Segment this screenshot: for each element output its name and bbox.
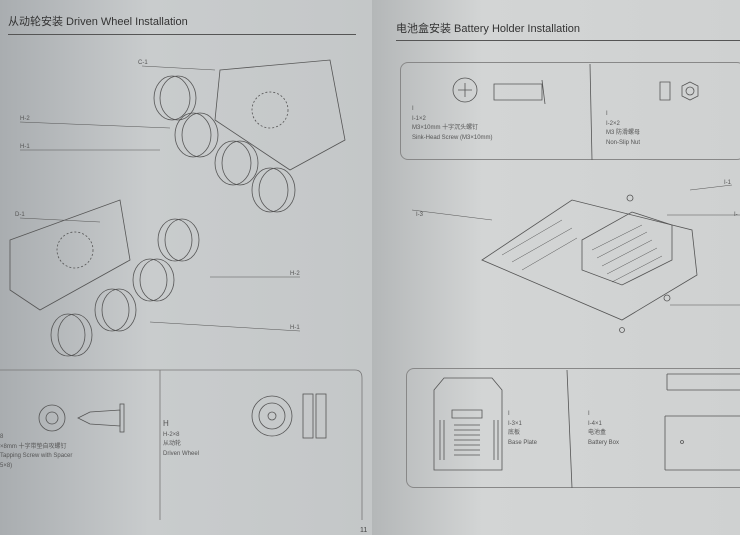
callout-h2: H-2 [290, 271, 300, 277]
part-id: 8 [0, 434, 4, 440]
part-qty: H-2×8 [163, 431, 180, 438]
part-cn: M3 防滑螺母 [606, 130, 641, 137]
right-page: 电池盒安装 Battery Holder Installation I-1 I-… [372, 0, 740, 535]
part-qty: I-1×2 [412, 115, 426, 122]
part-en: Driven Wheel [163, 450, 200, 457]
part-letter: I [412, 106, 414, 112]
callout-c1: C-1 [138, 60, 148, 66]
part-battery-box: I I-4×1 电池盒 Battery Box [588, 410, 619, 448]
title-rule [396, 40, 740, 41]
part-qty: I-3×1 [508, 420, 522, 427]
section-title: 电池盒安装 Battery Holder Installation [396, 23, 581, 35]
part-en: Non-Slip Nut [606, 139, 641, 146]
part-en: Battery Box [588, 439, 620, 446]
part-en: Sink-Head Screw (M3×10mm) [412, 134, 493, 141]
part-tapping-screw: 8 ×8mm 十字带垫自攻螺钉 Tapping Screw with Space… [0, 433, 72, 471]
callout-h2: H-2 [20, 116, 30, 122]
section-title: 从动轮安装 Driven Wheel Installation [8, 16, 188, 28]
part-letter: I [508, 411, 510, 417]
left-page: 从动轮安装 Driven Wheel Installation C-1 H-2 … [0, 0, 372, 535]
part-cn: 从动轮 [163, 441, 182, 448]
parts-box-screws [400, 62, 740, 160]
part-qty: I-4×1 [588, 420, 602, 427]
part-cn: 电池盒 [588, 430, 607, 437]
part-cn: M3×10mm 十字沉头螺钉 [412, 125, 479, 132]
part-cn: 底板 [508, 430, 521, 437]
callout-i: I- [734, 212, 738, 218]
driven-wheel-diagram [0, 59, 363, 520]
part-driven-wheel: H H-2×8 从动轮 Driven Wheel [163, 418, 199, 460]
part-base-plate: I I-3×1 底板 Base Plate [508, 410, 537, 448]
part-letter: I [606, 111, 608, 117]
part-en: Tapping Screw with Spacer [0, 453, 73, 460]
part-non-slip-nut: I I-2×2 M3 防滑螺母 Non-Slip Nut [606, 110, 640, 148]
callout-h1: H-1 [290, 325, 300, 331]
title-rule [8, 34, 356, 35]
part-qty: I-2×2 [606, 120, 620, 127]
part-cn: ×8mm 十字带垫自攻螺钉 [0, 443, 67, 450]
part-sink-head-screw: I I-1×2 M3×10mm 十字沉头螺钉 Sink-Head Screw (… [412, 105, 493, 143]
callout-h1: H-1 [20, 144, 30, 150]
part-size: 5×8) [0, 462, 13, 469]
callout-d1: D-1 [15, 212, 25, 218]
callout-i3: I-3 [416, 212, 424, 218]
battery-holder-diagram [411, 63, 740, 489]
part-letter: I [588, 411, 590, 417]
callout-i1: I-1 [724, 180, 732, 186]
page-number: 11 [360, 527, 368, 534]
parts-box-plates [406, 368, 740, 488]
part-letter: H [163, 419, 169, 428]
part-en: Base Plate [508, 439, 538, 446]
